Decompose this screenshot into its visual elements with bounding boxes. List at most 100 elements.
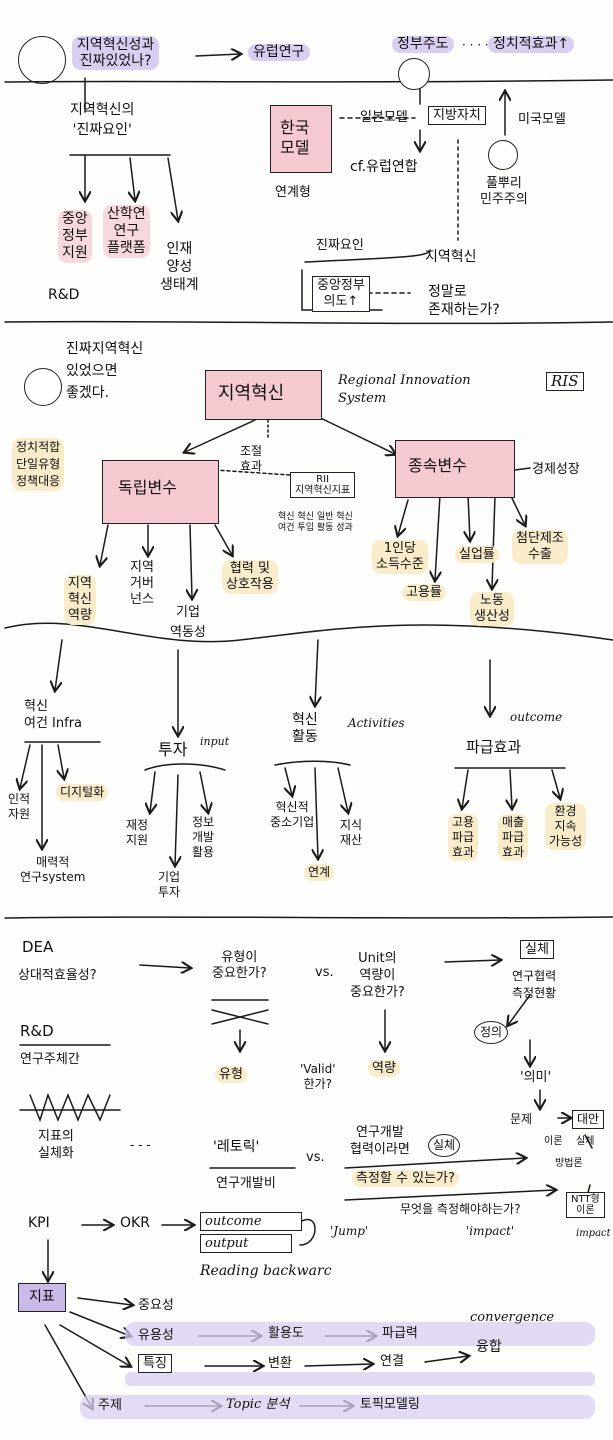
iv-capacity: 지역 혁신 역량: [64, 575, 96, 625]
is-capacity-important: Unit의 역량이 중요한가?: [350, 951, 405, 1000]
stick-figure-icon: [488, 140, 518, 170]
policy-notes: 정치적합 단일유형 정책대응: [12, 438, 65, 491]
smiley-face-icon: [398, 58, 430, 90]
us-model-label: 미국모델: [518, 112, 566, 127]
stick-figure-icon: [18, 36, 66, 84]
outcome-box: outcome: [200, 1212, 302, 1231]
ris-small-box: RII 지역혁신지표: [290, 472, 356, 498]
act-knowledge: 지식 재산: [340, 818, 363, 847]
independent-cube: [102, 460, 219, 524]
question-title: 지역혁신성과 진짜있었나?: [72, 36, 160, 70]
capacity-label: 역량: [368, 1060, 400, 1077]
change-label: 변환: [268, 1356, 292, 1371]
kpi-label: KPI: [28, 1215, 50, 1231]
outcome-label: outcome: [510, 710, 563, 724]
type-label: 유형: [215, 1066, 247, 1083]
ris-sub-labels: 혁신 혁신 일반 혁신 여건 투입 활동 성과: [278, 512, 353, 533]
meaning-label: '의미': [520, 1070, 552, 1085]
definition-label: 정의: [474, 1021, 509, 1044]
methodology-label: 방법론: [555, 1158, 583, 1169]
independent-var-label: 독립변수: [118, 478, 177, 497]
importance-label: 중요성: [138, 1298, 174, 1313]
dv-productivity: 노동 생산성: [470, 592, 514, 626]
central-intent-box: 중앙정부 의도↑: [312, 276, 370, 312]
cube-icon: [270, 105, 332, 173]
rnd-cooperation: 연구개발 협력이라면: [350, 1125, 410, 1157]
if-true-label: 진짜지역혁신 있었으면 좋겠다.: [66, 341, 144, 401]
dv-hightech: 첨단제조 수출: [512, 530, 568, 564]
govt-led-label: 정부주도: [392, 36, 454, 53]
center-cube: [205, 370, 322, 420]
ripple-label: 파급력: [382, 1326, 418, 1341]
topic-label: 주제: [98, 1398, 122, 1413]
infra-label: 혁신 여건 Infra: [24, 699, 83, 731]
true-factors-title: 지역혁신의 '진짜요인': [70, 102, 135, 138]
continental-label: 연계형: [275, 185, 311, 200]
indicator-actual: 지표의 실체화: [38, 1129, 74, 1161]
factor-industry: 산학연 연구 플랫폼: [103, 205, 150, 258]
really-exists-label: 정말로 존재하는가?: [428, 284, 500, 318]
indicator-box: 지표: [18, 1283, 66, 1312]
eu-research-label: 유럽연구: [248, 44, 310, 61]
korea-model-label: 한국 모델: [280, 118, 310, 157]
dots-connector: - - -: [130, 1138, 151, 1152]
sp-sales: 매출 파급 효과: [498, 814, 529, 861]
regional-innovation-label: 지역혁신: [425, 249, 477, 265]
feature-box: 특징: [138, 1354, 172, 1373]
topic-analysis: Topic 분석: [226, 1397, 290, 1412]
rnd-label-2: R&D: [20, 1022, 54, 1040]
fusion-label: 융합: [476, 1339, 502, 1355]
ris-title: Regional Innovation System: [338, 373, 471, 406]
activities-label: Activities: [348, 716, 405, 730]
iv-cooperation: 협력 및 상호작용: [222, 560, 278, 594]
impact-label: 'impact': [466, 1224, 515, 1238]
ris-box: RIS: [546, 372, 584, 391]
reading-backward: Reading backwarc: [200, 1263, 332, 1279]
infra-human: 인적 자원: [8, 792, 31, 821]
topic-modeling: 토픽모델링: [360, 1397, 420, 1412]
iv-firm: 기업 역동성: [170, 605, 206, 640]
convergence-label: convergence: [470, 1310, 555, 1325]
spillover-label: 파급효과: [466, 738, 522, 756]
dependent-var-label: 종속변수: [408, 456, 467, 475]
sp-employment: 고용 파급 효과: [448, 814, 479, 861]
input-label: input: [200, 735, 230, 748]
actual3-label: 실체: [428, 1134, 461, 1157]
infra-digital: 디지털화: [56, 784, 109, 801]
is-type-important: 유형이 중요한가?: [212, 950, 267, 981]
ntt-box: NTT형 이론: [566, 1192, 605, 1218]
center-label: 지역혁신: [218, 383, 285, 404]
policy-effect-label: 정치적효과↑: [488, 36, 575, 53]
research-coop: 연구협력 측정현황: [512, 969, 557, 1000]
factor-central: 중앙 정부 지원: [58, 210, 92, 263]
rnd-sub: 연구주체간: [20, 1052, 80, 1067]
research-dev-label: 연구개발비: [216, 1176, 276, 1191]
problem-label: 문제: [510, 1112, 533, 1126]
japan-model-label: 일본모델: [360, 110, 408, 125]
dea-sub: 상대적효율성?: [18, 968, 97, 983]
can-measure: 측정할 수 있는가?: [352, 1170, 459, 1187]
moderating-effect: 조절 효과: [240, 444, 263, 473]
local-govt-box: 지방자치: [428, 106, 486, 125]
actual-box: 실체: [520, 940, 554, 959]
sp-sustain: 환경 지속 가능성: [545, 803, 587, 850]
inv-firm: 기업 투자: [158, 870, 181, 899]
dv-employment: 고용률: [402, 584, 446, 601]
actual2-label: 실체: [576, 1136, 595, 1147]
vs-2: vs.: [306, 1150, 325, 1165]
inv-info: 정보 개발 활용: [192, 815, 215, 859]
jump-label: 'Jump': [330, 1224, 369, 1238]
output-box: output: [200, 1234, 292, 1253]
utilization-label: 활용도: [268, 1326, 304, 1341]
link-label: 연결: [380, 1354, 404, 1369]
infra-attractive: 매력적 연구system: [20, 855, 86, 884]
dotted-connector: · · · ·: [462, 38, 489, 52]
smiley-face-icon: [24, 368, 62, 406]
vs-1: vs.: [315, 965, 334, 980]
rnd-label: R&D: [48, 287, 80, 303]
valid-label: 'Valid' 한가?: [300, 1062, 336, 1091]
act-link: 연계: [304, 864, 335, 881]
act-intl: 혁신적 중소기업: [270, 800, 315, 829]
impact-small: impact: [576, 1228, 611, 1239]
activity-label: 혁신 활동: [292, 712, 318, 745]
